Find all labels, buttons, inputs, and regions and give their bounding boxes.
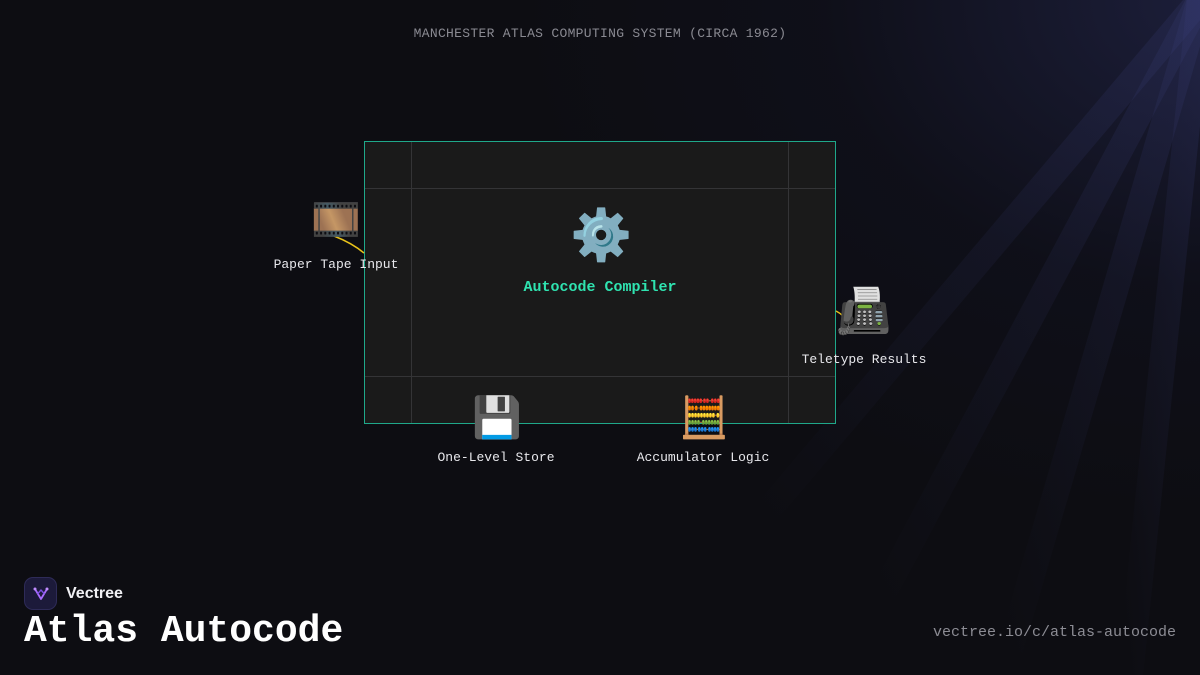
floppy-disk-icon: 💾 [472,395,522,441]
vectree-logo-icon [24,577,57,610]
brand[interactable]: Vectree [24,577,123,610]
node-label-teletype: Teletype Results [801,352,927,367]
connector-teletype [835,310,844,317]
film-strip-icon: 🎞️ [311,197,361,243]
fax-machine-icon: 📠 [836,286,891,337]
gear-icon: ⚙️ [570,206,633,264]
page-url[interactable]: vectree.io/c/atlas-autocode [932,624,1176,641]
node-label-accumulator: Accumulator Logic [636,450,770,465]
center-node-label: Autocode Compiler [523,279,677,296]
compiler-box-grid [365,142,835,423]
abacus-icon: 🧮 [679,395,729,441]
page-title: Atlas Autocode [24,610,344,653]
brand-name: Vectree [66,584,123,602]
node-label-paper-tape: Paper Tape Input [273,257,399,272]
node-label-one-level-store: One-Level Store [437,450,555,465]
connector-paper-tape [333,235,365,254]
diagram-caption: MANCHESTER ATLAS COMPUTING SYSTEM (CIRCA… [413,26,787,41]
